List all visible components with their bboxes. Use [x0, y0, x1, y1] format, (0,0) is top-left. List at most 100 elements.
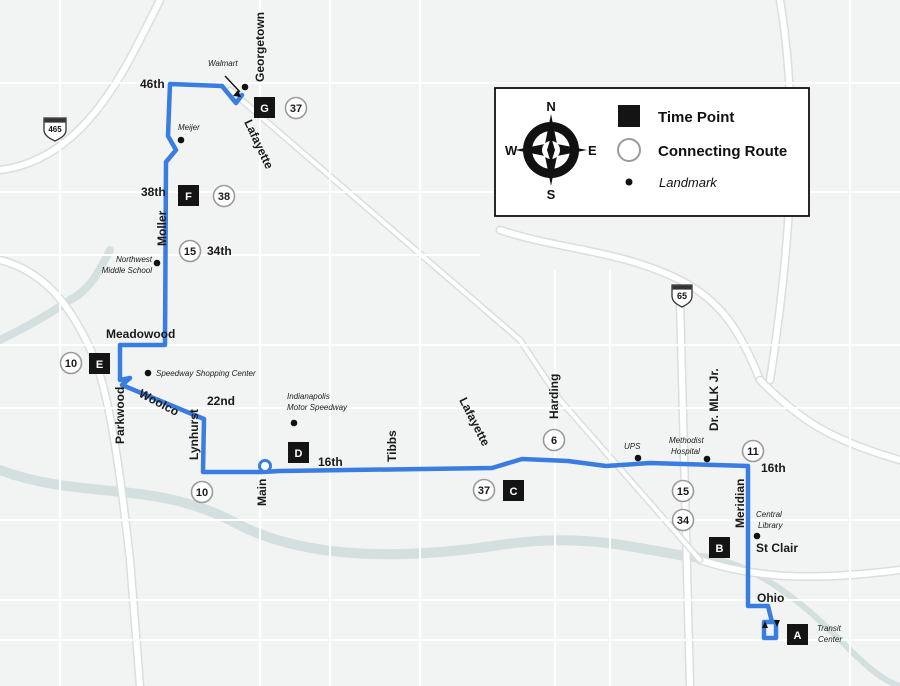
street-meridian: Meridian	[733, 479, 747, 528]
connecting-route-37-north: 37	[284, 96, 308, 120]
landmark-methodist-2: Hospital	[671, 447, 700, 456]
bus-route-line	[117, 81, 779, 641]
svg-text:B: B	[716, 543, 724, 555]
landmark-transit-2: Center	[818, 635, 842, 644]
landmark-library-1: Central	[756, 510, 782, 519]
walmart-dot	[241, 83, 249, 91]
street-moller: Moller	[155, 210, 169, 246]
walmart-pointer	[224, 75, 241, 93]
landmark-northwest-ms-1: Northwest	[116, 255, 153, 264]
street-meadowood: Meadowood	[106, 327, 175, 341]
connecting-route-37-south: 37	[472, 478, 496, 502]
landmark-speedway-sc: Speedway Shopping Center	[156, 369, 256, 378]
street-46th: 46th	[140, 77, 165, 91]
landmark-walmart: Walmart	[208, 59, 238, 68]
landmark-transit-1: Transit	[817, 624, 842, 633]
interstate-65-shield: 65	[671, 284, 693, 308]
svg-text:C: C	[510, 486, 518, 498]
svg-text:15: 15	[184, 246, 196, 258]
svg-text:15: 15	[677, 486, 689, 498]
landmark-labels: Walmart Meijer Northwest Middle School S…	[102, 59, 843, 644]
compass-w: W	[505, 143, 518, 158]
time-point-f: F	[178, 185, 199, 206]
landmark-ims-1: Indianapolis	[287, 392, 330, 401]
connecting-route-10-south: 10	[190, 480, 214, 504]
time-points: G F E D C B A	[89, 97, 808, 645]
connecting-route-6: 6	[542, 428, 566, 452]
landmark-methodist-1: Methodist	[669, 436, 704, 445]
legend-time-point-label: Time Point	[658, 109, 734, 126]
direction-arrows	[233, 90, 780, 628]
legend-connecting-route-icon	[617, 138, 641, 162]
connecting-routes: 37 38 15 10 10 6 37 11 15 34	[59, 96, 765, 532]
landmark-ims-2: Motor Speedway	[287, 403, 348, 412]
northwest-ms-dot	[153, 259, 161, 267]
time-point-d: D	[288, 442, 309, 463]
landmark-ups: UPS	[624, 442, 641, 451]
svg-text:37: 37	[290, 103, 302, 115]
connecting-route-15-south: 15	[671, 479, 695, 503]
svg-text:G: G	[260, 103, 269, 115]
legend-time-point-icon	[618, 105, 640, 127]
svg-text:D: D	[295, 448, 303, 460]
ims-dot	[290, 419, 298, 427]
svg-text:6: 6	[551, 435, 557, 447]
street-16th-east: 16th	[761, 461, 786, 475]
svg-text:10: 10	[196, 487, 208, 499]
svg-text:E: E	[96, 359, 103, 371]
time-point-c: C	[503, 480, 524, 501]
street-lafayette-south: Lafayette	[456, 395, 493, 449]
street-georgetown: Georgetown	[253, 12, 267, 82]
landmark-meijer: Meijer	[178, 123, 200, 132]
svg-text:34: 34	[677, 515, 690, 527]
ups-dot	[634, 454, 642, 462]
street-lynhurst: Lynhurst	[187, 409, 201, 460]
time-point-g: G	[254, 97, 275, 118]
methodist-dot	[703, 455, 711, 463]
legend-landmark-label: Landmark	[659, 175, 718, 190]
compass-e: E	[588, 143, 597, 158]
street-38th: 38th	[141, 185, 166, 199]
time-point-a: A	[787, 624, 808, 645]
interstate-465-label: 465	[48, 125, 62, 134]
svg-text:A: A	[794, 630, 802, 642]
landmark-library-2: Library	[758, 521, 783, 530]
street-tibbs: Tibbs	[385, 430, 399, 462]
street-parkwood: Parkwood	[113, 387, 127, 444]
speedway-sc-dot	[144, 369, 152, 377]
street-mlk: Dr. MLK Jr.	[707, 368, 721, 431]
svg-text:37: 37	[478, 485, 490, 497]
street-main: Main	[255, 479, 269, 506]
landmark-northwest-ms-2: Middle School	[102, 266, 152, 275]
street-woolco: Woolco	[137, 386, 182, 419]
compass-rose-icon: N S E W	[505, 99, 597, 202]
street-ohio: Ohio	[757, 591, 784, 605]
svg-text:38: 38	[218, 191, 230, 203]
legend-landmark-icon	[625, 178, 633, 186]
compass-s: S	[547, 187, 556, 202]
street-16th-west: 16th	[318, 455, 343, 469]
time-point-b: B	[709, 537, 730, 558]
street-harding: Harding	[547, 374, 561, 419]
connecting-route-10-east: 10	[59, 351, 83, 375]
library-dot	[753, 532, 761, 540]
svg-text:F: F	[185, 191, 192, 203]
legend: N S E W Time Point Connecting Route Land…	[494, 87, 810, 217]
connecting-route-34: 34	[671, 508, 695, 532]
connecting-route-38: 38	[212, 184, 236, 208]
legend-connecting-route-label: Connecting Route	[658, 143, 787, 160]
interstate-65-label: 65	[677, 291, 687, 301]
street-34th: 34th	[207, 244, 232, 258]
landmark-dots	[144, 83, 761, 540]
compass-n: N	[546, 99, 555, 114]
interstate-465-shield: 465	[43, 117, 67, 142]
street-22nd: 22nd	[207, 394, 235, 408]
time-point-e: E	[89, 353, 110, 374]
street-stclair: St Clair	[756, 541, 798, 555]
connecting-route-11: 11	[741, 439, 765, 463]
svg-text:10: 10	[65, 358, 77, 370]
connecting-route-15-north: 15	[178, 239, 202, 263]
meijer-dot	[177, 136, 185, 144]
svg-text:11: 11	[747, 446, 759, 458]
